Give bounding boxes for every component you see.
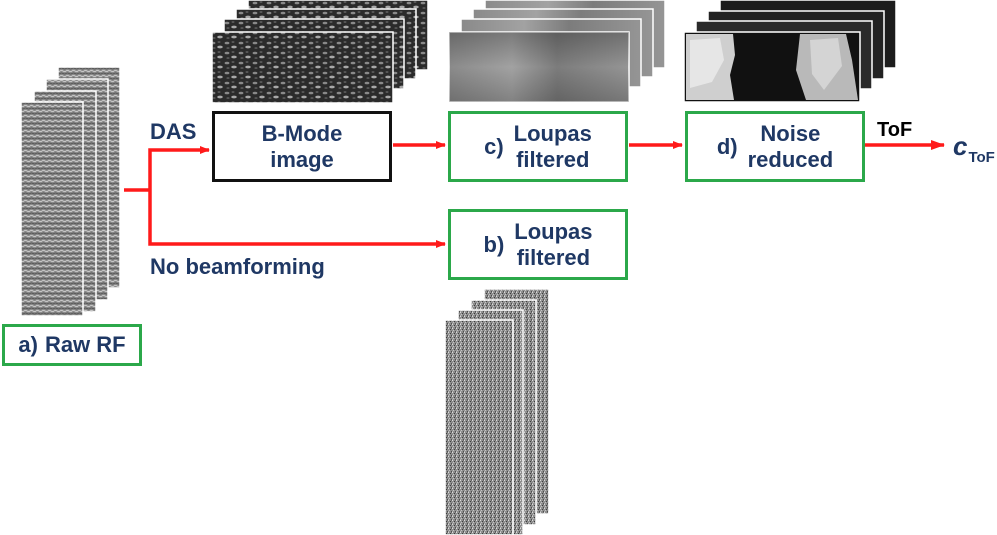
bmode-box-text: B-Mode image (261, 120, 343, 172)
arrow-to-bmode (148, 146, 210, 190)
bmode-image-stack (211, 0, 429, 104)
loupas-b-box-text: Loupas filtered (514, 218, 593, 270)
noise-box-label: d) (716, 133, 738, 159)
c-tof-subscript: ToF (968, 149, 995, 166)
raw-rf-image-stack (20, 66, 121, 317)
no-beamforming-label: No beamforming (150, 254, 325, 279)
noise-reduced-image-stack (683, 0, 897, 103)
loupas-b-image-stack (444, 288, 550, 535)
raw-rf-box-label: a) (18, 332, 38, 357)
noise-reduced-front-image (683, 31, 861, 103)
bmode-box: B-Mode image (212, 111, 392, 182)
noise-box: d) Noise reduced (685, 111, 865, 182)
loupas-c-image-stack (448, 0, 666, 103)
das-label: DAS (150, 119, 197, 144)
noise-box-text: Noise reduced (747, 120, 834, 172)
tof-label: ToF (877, 119, 913, 141)
loupas-b-box-label: b) (483, 231, 505, 257)
raw-rf-box-text: Raw RF (44, 332, 126, 357)
loupas-c-box-text: Loupas filtered (513, 120, 592, 172)
arrows (124, 140, 945, 248)
loupas-c-box-label: c) (484, 133, 504, 159)
loupas-c-box: c) Loupas filtered (448, 111, 628, 182)
arrow-to-loupas-b (148, 190, 446, 248)
loupas-b-box: b) Loupas filtered (448, 209, 628, 280)
c-tof-symbol: c (953, 131, 968, 161)
raw-rf-box: a) Raw RF (2, 324, 142, 366)
c-tof-output: cToF (953, 131, 995, 166)
